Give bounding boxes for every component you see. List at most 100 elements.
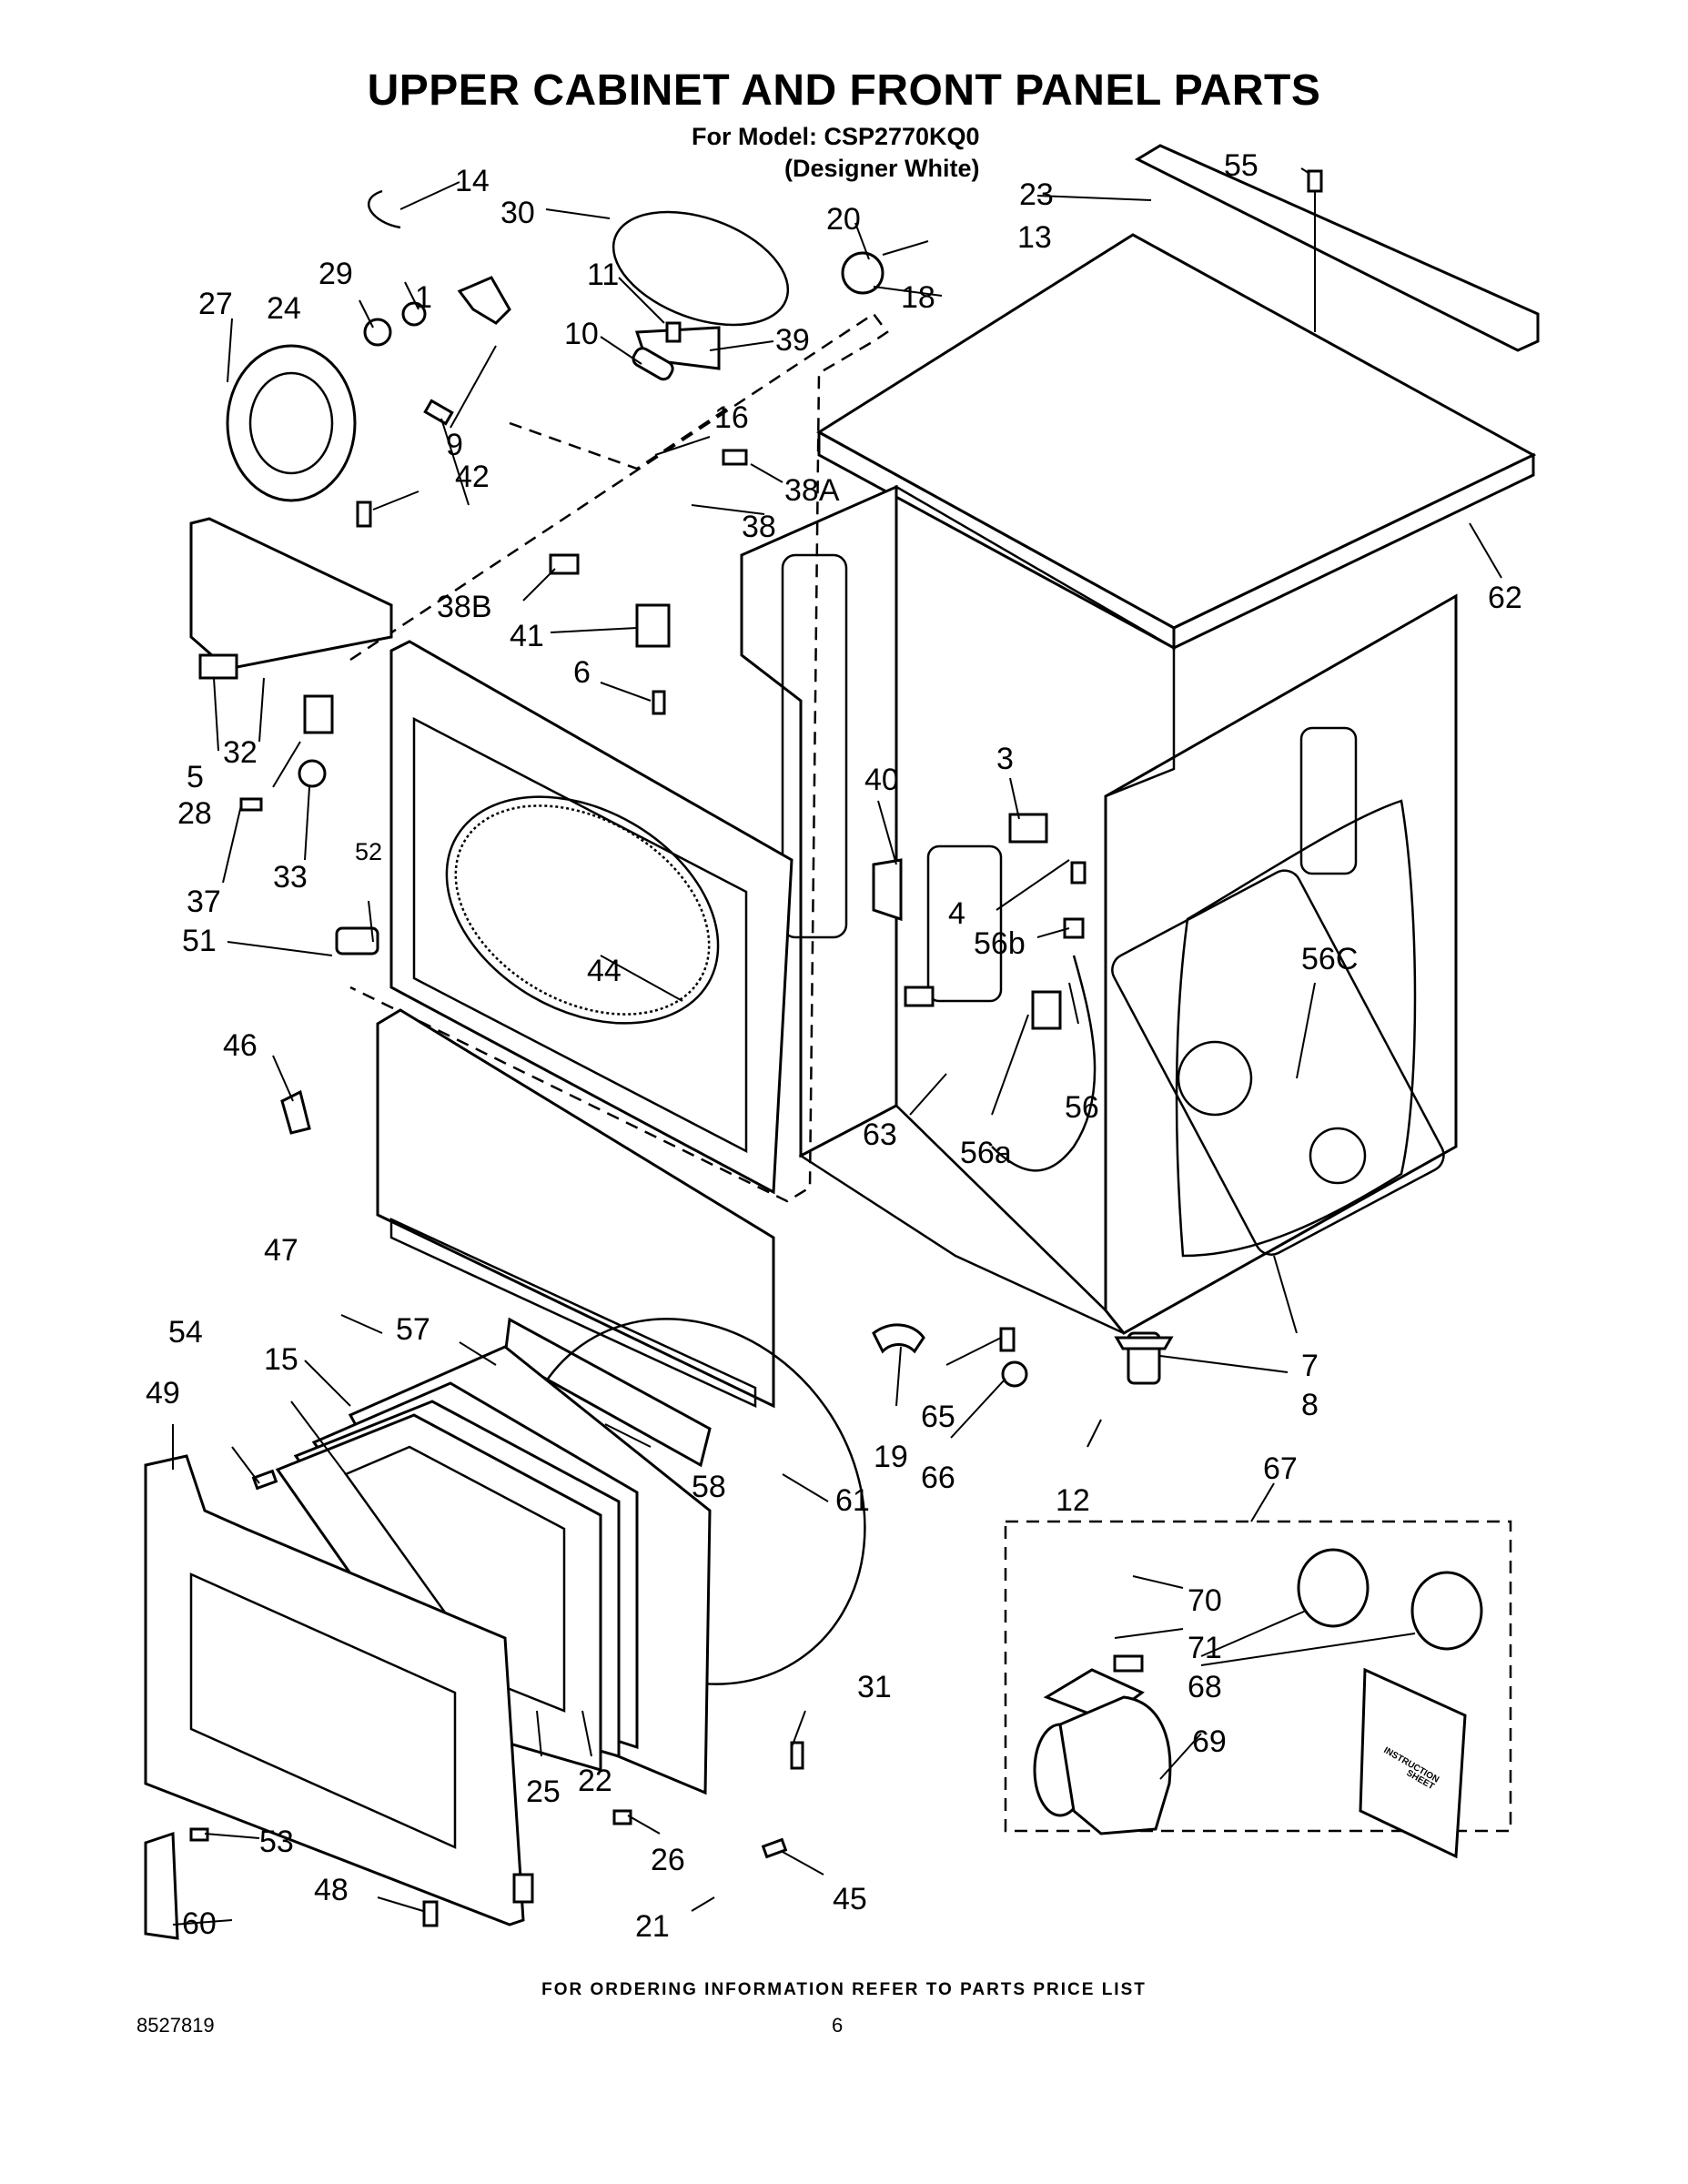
callout-56c: 56C	[1301, 942, 1358, 976]
washer-33	[298, 759, 327, 788]
callout-49: 49	[146, 1376, 180, 1410]
callout-55: 55	[1224, 148, 1258, 183]
strike-31	[790, 1741, 804, 1770]
callout-11: 11	[587, 258, 619, 292]
callout-29: 29	[318, 257, 353, 291]
bumper-26	[612, 1809, 632, 1825]
callout-45: 45	[833, 1882, 867, 1916]
callout-32: 32	[223, 735, 258, 770]
clip-46	[280, 1089, 311, 1135]
switch-28	[303, 694, 334, 734]
callout-28: 28	[177, 796, 212, 831]
screw-1	[356, 500, 372, 528]
screw-48	[422, 1900, 439, 1927]
connector-38a	[722, 449, 748, 466]
instruction-sheet-book	[1359, 1667, 1467, 1859]
callout-71: 71	[1188, 1631, 1222, 1665]
callout-57: 57	[396, 1312, 430, 1347]
callout-20: 20	[826, 202, 861, 237]
connector-56a	[1031, 990, 1062, 1030]
callout-41: 41	[510, 619, 544, 653]
callout-70: 70	[1188, 1583, 1222, 1618]
callout-61: 61	[835, 1483, 870, 1518]
motor-mount-32	[189, 517, 393, 671]
callout-4: 4	[948, 896, 965, 931]
callout-3: 3	[996, 742, 1014, 776]
washer-29	[401, 301, 427, 327]
door-gasket-57	[503, 1317, 712, 1468]
cabinet-drawing	[740, 144, 1540, 1385]
callout-22: 22	[578, 1764, 612, 1798]
door-handle-60	[144, 1831, 179, 1940]
callout-63: 63	[863, 1117, 897, 1152]
callout-68: 68	[1188, 1670, 1222, 1704]
front-panel-drawing	[389, 640, 793, 1195]
kit-box-outline	[1004, 1520, 1512, 1833]
screw-11	[665, 321, 682, 343]
callout-30: 30	[500, 196, 535, 230]
callout-27: 27	[198, 287, 233, 321]
motor-27	[226, 344, 357, 502]
callout-9: 9	[446, 428, 463, 462]
callout-51: 51	[182, 924, 217, 958]
callout-labels: 1 3 4 5 6 7 8 9 10 11 12 13 14 15 16 18 …	[146, 148, 1522, 1944]
callout-31: 31	[857, 1670, 892, 1704]
clip-51	[335, 926, 379, 956]
connector-56b	[1063, 917, 1085, 939]
callout-24: 24	[267, 291, 301, 326]
door-opening	[445, 795, 720, 1025]
screw-55	[1307, 169, 1323, 193]
outer-door-49	[144, 1454, 525, 1926]
screw-42	[423, 399, 454, 426]
hinge-40	[872, 858, 903, 922]
foot-68b	[1410, 1571, 1483, 1651]
callout-38b: 38B	[437, 590, 492, 624]
foot-68a	[1297, 1548, 1370, 1628]
callout-67: 67	[1263, 1451, 1298, 1486]
callout-8: 8	[1301, 1388, 1319, 1422]
screws	[189, 169, 1323, 1927]
callout-16: 16	[714, 400, 749, 435]
callout-47: 47	[264, 1233, 298, 1268]
callout-65: 65	[921, 1400, 955, 1434]
callout-46: 46	[223, 1028, 258, 1063]
screw-45	[761, 1837, 788, 1859]
switch-5	[198, 653, 238, 680]
left-wall-recess	[781, 553, 848, 939]
callout-56: 56	[1065, 1090, 1099, 1125]
callout-69: 69	[1192, 1724, 1227, 1759]
callout-23: 23	[1019, 177, 1054, 212]
top-rail-part	[1134, 144, 1540, 352]
hinge-21	[512, 1873, 534, 1904]
callout-18: 18	[901, 280, 935, 315]
toe-panel-inner	[389, 1218, 757, 1408]
washer-66	[1001, 1360, 1028, 1388]
motor-drawing	[189, 189, 1144, 1904]
toe-panel-part	[376, 1008, 775, 1409]
callout-56b: 56b	[974, 926, 1026, 961]
callout-21: 21	[635, 1909, 670, 1944]
belt-30	[612, 210, 790, 327]
callout-39: 39	[775, 323, 810, 358]
callout-12: 12	[1056, 1483, 1090, 1518]
wire-harness-56	[991, 955, 1097, 1172]
callout-19: 19	[874, 1440, 908, 1474]
callout-14: 14	[455, 164, 490, 198]
screw-6	[652, 690, 666, 715]
document-number: 8527819	[136, 2014, 215, 2037]
front-panel-envelope-dashes	[349, 312, 889, 1203]
callout-56a: 56a	[960, 1136, 1012, 1170]
idler-pulley-20	[841, 251, 884, 295]
callout-26: 26	[651, 1843, 685, 1877]
callout-60: 60	[182, 1906, 217, 1941]
screw-70	[1113, 1654, 1144, 1673]
door-assembly	[144, 1317, 866, 1940]
spring-10	[632, 347, 674, 381]
callout-38: 38	[742, 510, 776, 544]
switch-41	[635, 603, 671, 648]
motor-face	[248, 371, 334, 475]
cabinet-side-opening	[1111, 869, 1445, 1256]
screw-65	[999, 1327, 1016, 1352]
callout-42: 42	[455, 460, 490, 494]
callout-58: 58	[692, 1470, 726, 1504]
